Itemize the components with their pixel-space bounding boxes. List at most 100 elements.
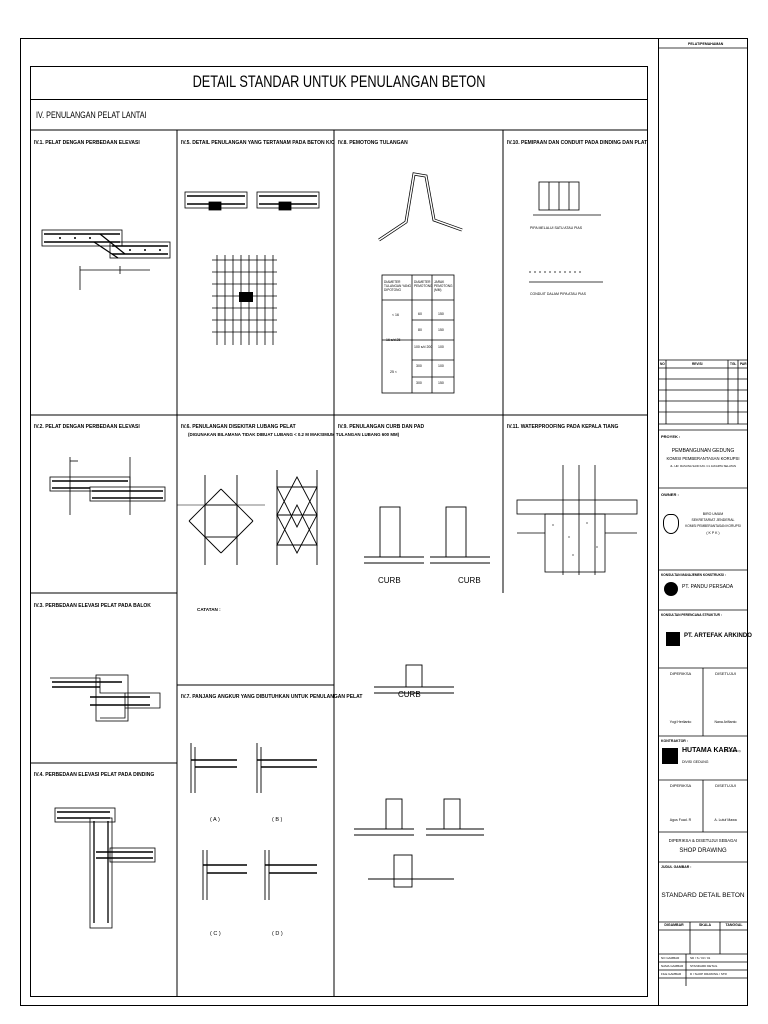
owner-line4: ( K P K ) <box>706 531 720 535</box>
iv7-label-a: ( A ) <box>210 817 220 823</box>
file-gambar: D / SHOP DRAWING / STR <box>690 972 727 976</box>
iv7-label-c: ( C ) <box>210 931 221 937</box>
pandu-logo <box>664 582 678 596</box>
owner-line2: SEKRETARIAT JENDERAL <box>691 518 735 522</box>
perencana-label: KONSULTAN PERENCANA STRUKTUR : <box>661 613 722 617</box>
section-title: IV. PENULANGAN PELAT LANTAI <box>36 110 147 120</box>
drawing-iv3 <box>50 674 161 722</box>
iv9-curb-3: CURB <box>398 690 421 699</box>
no-gambar-label: NO GAMBAR <box>661 956 680 960</box>
iv9-curb-2: CURB <box>458 576 481 585</box>
kontraktor-sub: (PERSERO) <box>724 749 741 753</box>
owner-label: OWNER : <box>661 492 679 497</box>
proyek-line2: KOMISI PEMBERANTASAN KORUPSI <box>666 456 740 461</box>
no-gambar: SD / S / 03 / 01 <box>690 956 711 960</box>
diperiksa-setujui: DIPERIKSA & DISETUJUI SEBAGAI <box>668 838 738 843</box>
rev-header-tgl: TGL <box>730 362 737 366</box>
kontraktor-label: KONTRAKTOR : <box>661 739 688 743</box>
owner-line1: BIRO UMUM <box>702 512 724 516</box>
drawing-iv9 <box>354 506 490 888</box>
cell-title-iv9: IV.9. PENULANGAN CURB DAN PAD <box>338 424 425 430</box>
iv8-r4c2: 300 <box>416 364 422 368</box>
diperiksa-2: DIPERIKSA <box>669 783 692 788</box>
cell-title-iv8: IV.8. PEMOTONG TULANGAN <box>338 140 408 146</box>
iv8-r2c2: 80 <box>418 328 422 332</box>
kontraktor-div: DIVISI GEDUNG <box>682 760 709 764</box>
diperiksa-1: DIPERIKSA <box>669 671 692 676</box>
iv10-conduit: CONDUIT DALAM PIPA ATAU PIAS <box>530 292 586 296</box>
iv8-r4c3: 100 <box>438 364 444 368</box>
iv8-r3c1: 16 s/d 25 <box>386 338 401 342</box>
cell-title-iv3: IV.3. PERBEDAAN ELEVASI PELAT PADA BALOK <box>34 603 151 609</box>
cell-title-iv6b: (DIGUNAKAN BILAMANA TIDAK DIBUAT LUBANG … <box>188 432 400 437</box>
mk-name: PT. PANDU PERSADA <box>682 584 734 590</box>
sign-3: Agus Fuad. R <box>669 818 692 822</box>
cell-title-iv10: IV.10. PEMIPAAN DAN CONDUIT PADA DINDING… <box>507 140 648 146</box>
cell-title-iv11: IV.11. WATERPROOFING PADA KEPALA TIANG <box>507 424 619 430</box>
proyek-label: PROYEK : <box>661 434 681 439</box>
perencana-name: PT. ARTEFAK ARKINDO <box>684 633 752 639</box>
iv8-th-2: DIAMETER PEMOTONG <box>414 280 433 288</box>
rev-header-revisi: REVISI <box>692 362 703 366</box>
nama-gambar: STANDARD DETAIL <box>690 964 718 968</box>
iv8-th-1: DIAMETER TULANGAN YANG DIPOTONG <box>384 280 411 292</box>
col-tanggal: TANGGAL <box>725 923 743 927</box>
cell-title-iv1: IV.1. PELAT DENGAN PERBEDAAN ELEVASI <box>34 140 140 146</box>
drawing-iv10 <box>529 181 603 283</box>
cell-title-iv7: IV.7. PANJANG ANGKUR YANG DIBUTUHKAN UNT… <box>181 694 363 700</box>
artefak-logo <box>666 632 680 646</box>
main-title: DETAIL STANDAR UNTUK PENULANGAN BETON <box>192 72 486 91</box>
mk-label: KONSULTAN MANAJEMEN KONSTRUKSI : <box>661 573 726 577</box>
judul-label: JUDUL GAMBAR : <box>661 865 692 869</box>
iv8-r2c3: 150 <box>438 328 444 332</box>
sign-4: A. Lutuf Mawa <box>714 818 737 822</box>
iv7-label-b: ( B ) <box>272 817 283 823</box>
col-digambar: DIGAMBAR <box>664 923 684 927</box>
cell-title-iv6: IV.6. PENULANGAN DISEKITAR LUBANG PELAT <box>181 424 296 430</box>
drawing-iv6 <box>177 470 318 565</box>
nama-gambar-label: NAMA GAMBAR <box>661 964 684 968</box>
drawing-iv4 <box>54 807 156 929</box>
rev-header-no: NO <box>660 362 665 366</box>
cell-title-iv4: IV.4. PERBEDAAN ELEVASI PELAT PADA DINDI… <box>34 772 155 778</box>
rev-header-par: PAR <box>740 362 747 366</box>
kontraktor-name: HUTAMA KARYA <box>682 747 738 754</box>
title-block <box>658 38 748 1006</box>
proyek-line1: PEMBANGUNAN GEDUNG <box>671 448 735 454</box>
drawing-iv2 <box>49 457 166 515</box>
iv8-r5c3: 150 <box>438 381 444 385</box>
disetujui-2: DISETUJUI <box>715 783 736 788</box>
shop-drawing: SHOP DRAWING <box>679 848 727 854</box>
iv9-curb-1: CURB <box>378 576 401 585</box>
iv8-r4c1: 25 < <box>390 370 397 374</box>
kpk-logo <box>663 514 679 534</box>
proyek-line3: JL. HR. RASUNA SAID KAV. C1 JAKARTA SELA… <box>669 464 736 468</box>
iv8-r1c2: 60 <box>418 312 422 316</box>
disetujui-1: DISETUJUI <box>715 671 736 676</box>
iv6-catatan: CATATAN : <box>197 607 221 612</box>
sign-2: Nana Arifianto <box>714 720 737 724</box>
iv10-pipa-satu: PIPA MELALUI SATU ATAU PIAS <box>530 226 583 230</box>
main-title-box <box>30 66 648 100</box>
drawing-frame <box>30 66 648 997</box>
iv7-label-d: ( D ) <box>272 931 283 937</box>
drawing-iv1 <box>41 229 171 290</box>
iv8-r1c1: < 16 <box>392 313 399 317</box>
file-gambar-label: FILE GAMBAR <box>661 972 682 976</box>
iv8-r3c3: 100 <box>438 345 444 349</box>
drawing-iv5 <box>184 191 320 345</box>
sign-1: Yogi Herlianto <box>669 720 692 724</box>
judul: STANDARD DETAIL BETON <box>661 892 745 899</box>
iv8-th-3: JARAK PEMOTONG (MM) <box>434 280 453 292</box>
iv8-r3c2: 100 s/d 200 <box>414 345 433 349</box>
hk-logo <box>662 748 678 764</box>
iv8-r5c2: 300 <box>416 381 422 385</box>
drawing-iv7 <box>190 743 317 900</box>
drawing-iv8 <box>378 172 463 394</box>
cell-title-iv5: IV.5. DETAIL PENULANGAN YANG TERTANAM PA… <box>181 140 335 146</box>
cell-title-iv2: IV.2. PELAT DENGAN PERBEDAAN ELEVASI <box>34 424 140 430</box>
owner-line3: KOMISI PEMBERANTASAN KORUPSI <box>685 524 741 528</box>
col-skala: SKALA <box>698 923 712 927</box>
